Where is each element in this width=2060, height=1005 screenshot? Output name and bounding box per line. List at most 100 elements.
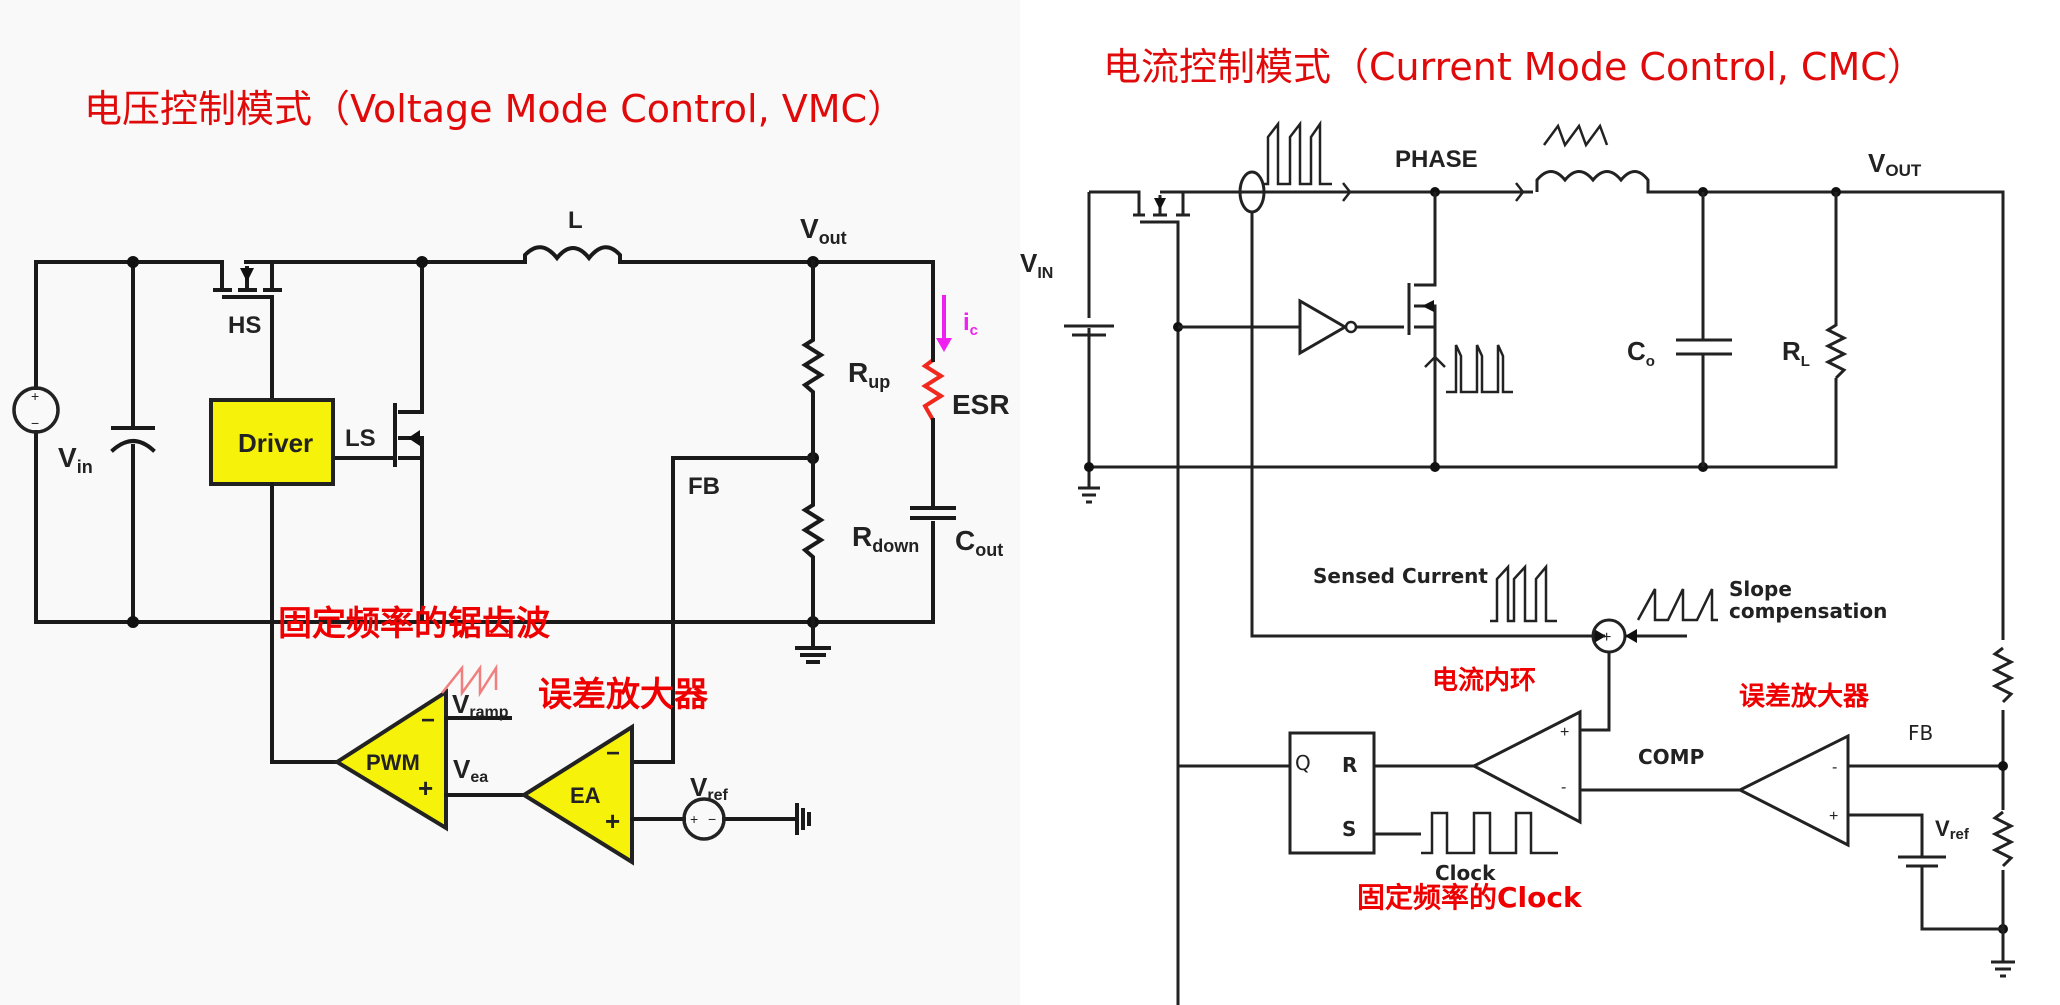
vmc-vref-label: Vref (690, 772, 728, 804)
cmc-fb-label: FB (1908, 721, 1933, 745)
cout-capacitor-icon (910, 506, 956, 520)
latch-q-label: Q (1295, 751, 1311, 775)
vmc-diagram: 电压控制模式（Voltage Mode Control, VMC） + − Vi… (12, 87, 1010, 866)
right-panel-background (1020, 0, 2060, 1005)
vin-source-plus: + (31, 388, 39, 404)
inductor-current-arrow-icon (1515, 182, 1525, 202)
vmc-input-cap-plate-bottom (110, 439, 156, 453)
ic-label: ic (963, 309, 978, 339)
junction-dot (127, 616, 139, 628)
junction-dot (416, 256, 428, 268)
cmc-low-side-mosfet-icon (1370, 283, 1437, 467)
cmc-divider-upper-resistor-icon (1991, 646, 2015, 704)
slope-comp-waveform-icon (1636, 588, 1718, 622)
fixed-clock-annotation: 固定频率的Clock (1357, 881, 1583, 914)
left-panel-background (0, 0, 1020, 1005)
pwm-plus-sign: + (418, 773, 433, 803)
vref-source-icon (682, 797, 726, 841)
driver-label: Driver (238, 428, 313, 458)
compensation-label: compensation (1729, 599, 1887, 623)
vmc-top-wire-output (618, 260, 935, 332)
current-direction-arrow-icon (1342, 182, 1352, 202)
r-up-label: Rup (848, 357, 890, 392)
divider-resistors-icon (801, 260, 825, 624)
sensed-current-label: Sensed Current (1313, 564, 1488, 588)
vmc-vout-label: Vout (800, 213, 847, 248)
cmc-error-amp-annotation: 误差放大器 (1739, 681, 1870, 712)
r-down-label: Rdown (852, 521, 919, 556)
error-amplifier (520, 723, 634, 866)
cc-minus-sign: - (1561, 779, 1566, 796)
hs-label: HS (228, 312, 261, 339)
cmc-left-and-bottom-wire (1087, 192, 1838, 469)
cmc-vin-battery-icon (1064, 324, 1114, 337)
esr-resistor-icon (921, 358, 945, 421)
cmc-diagram: 电流控制模式（Current Mode Control, CMC） VIN PH… (1020, 45, 2016, 1005)
vmc-vin-label: Vin (58, 442, 93, 477)
pwm-label: PWM (366, 750, 420, 775)
slope-label: Slope (1729, 577, 1792, 601)
ls-current-arrow-icon (1424, 355, 1446, 368)
phase-node-wire (1414, 192, 1437, 287)
vmc-title: 电压控制模式（Voltage Mode Control, VMC） (84, 87, 905, 131)
inner-loop-annotation: 电流内环 (1432, 666, 1536, 696)
cmc-ea-plus-sign: + (1829, 808, 1838, 825)
vmc-bottom-wire (34, 430, 935, 624)
low-side-mosfet-icon (393, 403, 424, 624)
co-capacitor-icon (1676, 338, 1732, 356)
junction-dot (1998, 761, 2008, 771)
clock-label: Clock (1435, 861, 1496, 885)
current-comparator (1470, 709, 1582, 825)
sensed-current-wire (1250, 212, 1605, 638)
vref-ground-icon (795, 803, 811, 835)
sensed-current-waveform-icon (1490, 563, 1557, 623)
sum-plus-sign: + (1602, 629, 1611, 646)
ea-plus-sign: + (605, 806, 620, 836)
cmc-inductor-icon (1535, 170, 2005, 920)
cmc-vout-label: VOUT (1868, 148, 1922, 180)
cmc-error-amplifier (1736, 733, 1850, 848)
comp-label: COMP (1638, 745, 1704, 769)
inductor-ripple-waveform-icon (1542, 123, 1609, 148)
cmc-divider-lower-resistor-icon (1991, 810, 2015, 868)
rl-resistor-icon (1824, 192, 1848, 380)
sum-output-wire (1580, 652, 1611, 732)
fb-wire (630, 456, 815, 764)
ls-label: LS (345, 425, 376, 452)
cout-label: Cout (955, 525, 1003, 560)
cmc-vref-battery-icon (1848, 813, 2003, 931)
switch-current-waveform-icon (1262, 119, 1332, 186)
inverter-icon (1298, 298, 1348, 356)
pwm-minus-sign: − (421, 707, 435, 734)
junction-dot (127, 256, 139, 268)
divider-gap (1990, 810, 2016, 870)
co-label: Co (1627, 336, 1655, 370)
inverter-bubble-icon (1344, 320, 1358, 334)
cmc-vref-label: Vref (1935, 816, 1970, 843)
cc-plus-sign: + (1560, 724, 1569, 741)
ls-current-waveform-icon (1446, 344, 1513, 394)
vref-plus: + (690, 811, 698, 827)
latch-s-label: S (1342, 817, 1356, 841)
phase-label: PHASE (1395, 146, 1478, 173)
ramp-waveform-icon (441, 663, 498, 698)
vmc-ground-icon (795, 620, 831, 664)
v-ea-label: Vea (453, 754, 488, 786)
vmc-inductor-label: L (568, 207, 583, 234)
cmc-vin-ground-icon (1078, 467, 1100, 504)
latch-r-label: R (1342, 753, 1357, 777)
rl-label: RL (1782, 336, 1810, 370)
cmc-ea-minus-sign: - (1832, 759, 1837, 776)
vmc-fb-label: FB (688, 473, 720, 500)
pwm-to-driver-wire (270, 482, 339, 764)
vin-source-minus: − (31, 415, 39, 431)
esr-label: ESR (952, 389, 1010, 420)
vin-source-icon (12, 386, 60, 434)
cmc-vin-label: VIN (1020, 248, 1053, 282)
vref-minus: − (708, 811, 716, 827)
high-side-mosfet-icon (213, 260, 282, 402)
pwm-comparator (333, 688, 448, 832)
junction-dot (1084, 462, 1094, 472)
ea-minus-sign: − (606, 740, 620, 767)
